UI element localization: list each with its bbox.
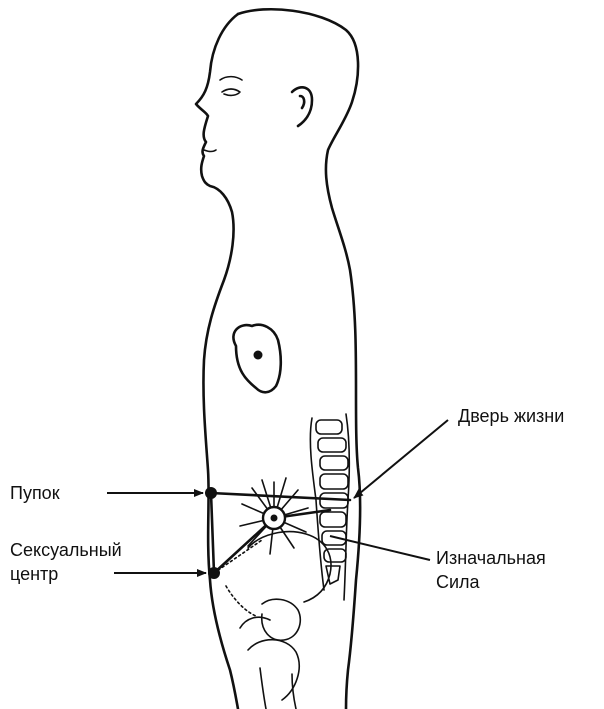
mouth <box>204 150 216 152</box>
femur-head <box>248 640 299 700</box>
navel-to-sexual-center-line <box>211 493 214 573</box>
navel-dot <box>205 487 217 499</box>
eyebrow <box>220 77 242 80</box>
door-of-life-label: Дверь жизни <box>458 406 564 426</box>
sexual-center-label-line1: Сексуальный <box>10 540 122 560</box>
sexual-center-label-line2: центр <box>10 564 58 584</box>
spine-outline-front <box>310 418 324 590</box>
original-force-label-line2: Сила <box>436 572 481 592</box>
heart-center <box>233 325 280 393</box>
sexual-center-dot <box>208 567 220 579</box>
navel-label: Пупок <box>10 483 60 503</box>
pelvis <box>226 532 331 709</box>
pubic-bone <box>240 617 270 628</box>
eye <box>222 89 240 95</box>
body-front-outline <box>196 14 238 709</box>
ear <box>292 87 312 126</box>
body-silhouette <box>196 9 360 709</box>
heart-dot <box>254 351 263 360</box>
door-of-life-arrow <box>354 420 448 498</box>
sexual-center-to-force-line <box>214 518 274 573</box>
femur-shaft <box>260 668 296 709</box>
pelvis-dotted-contour <box>226 586 256 616</box>
original-force-label-line1: Изначальная <box>436 548 546 568</box>
original-force-starburst <box>240 478 308 554</box>
force-core <box>271 515 278 522</box>
